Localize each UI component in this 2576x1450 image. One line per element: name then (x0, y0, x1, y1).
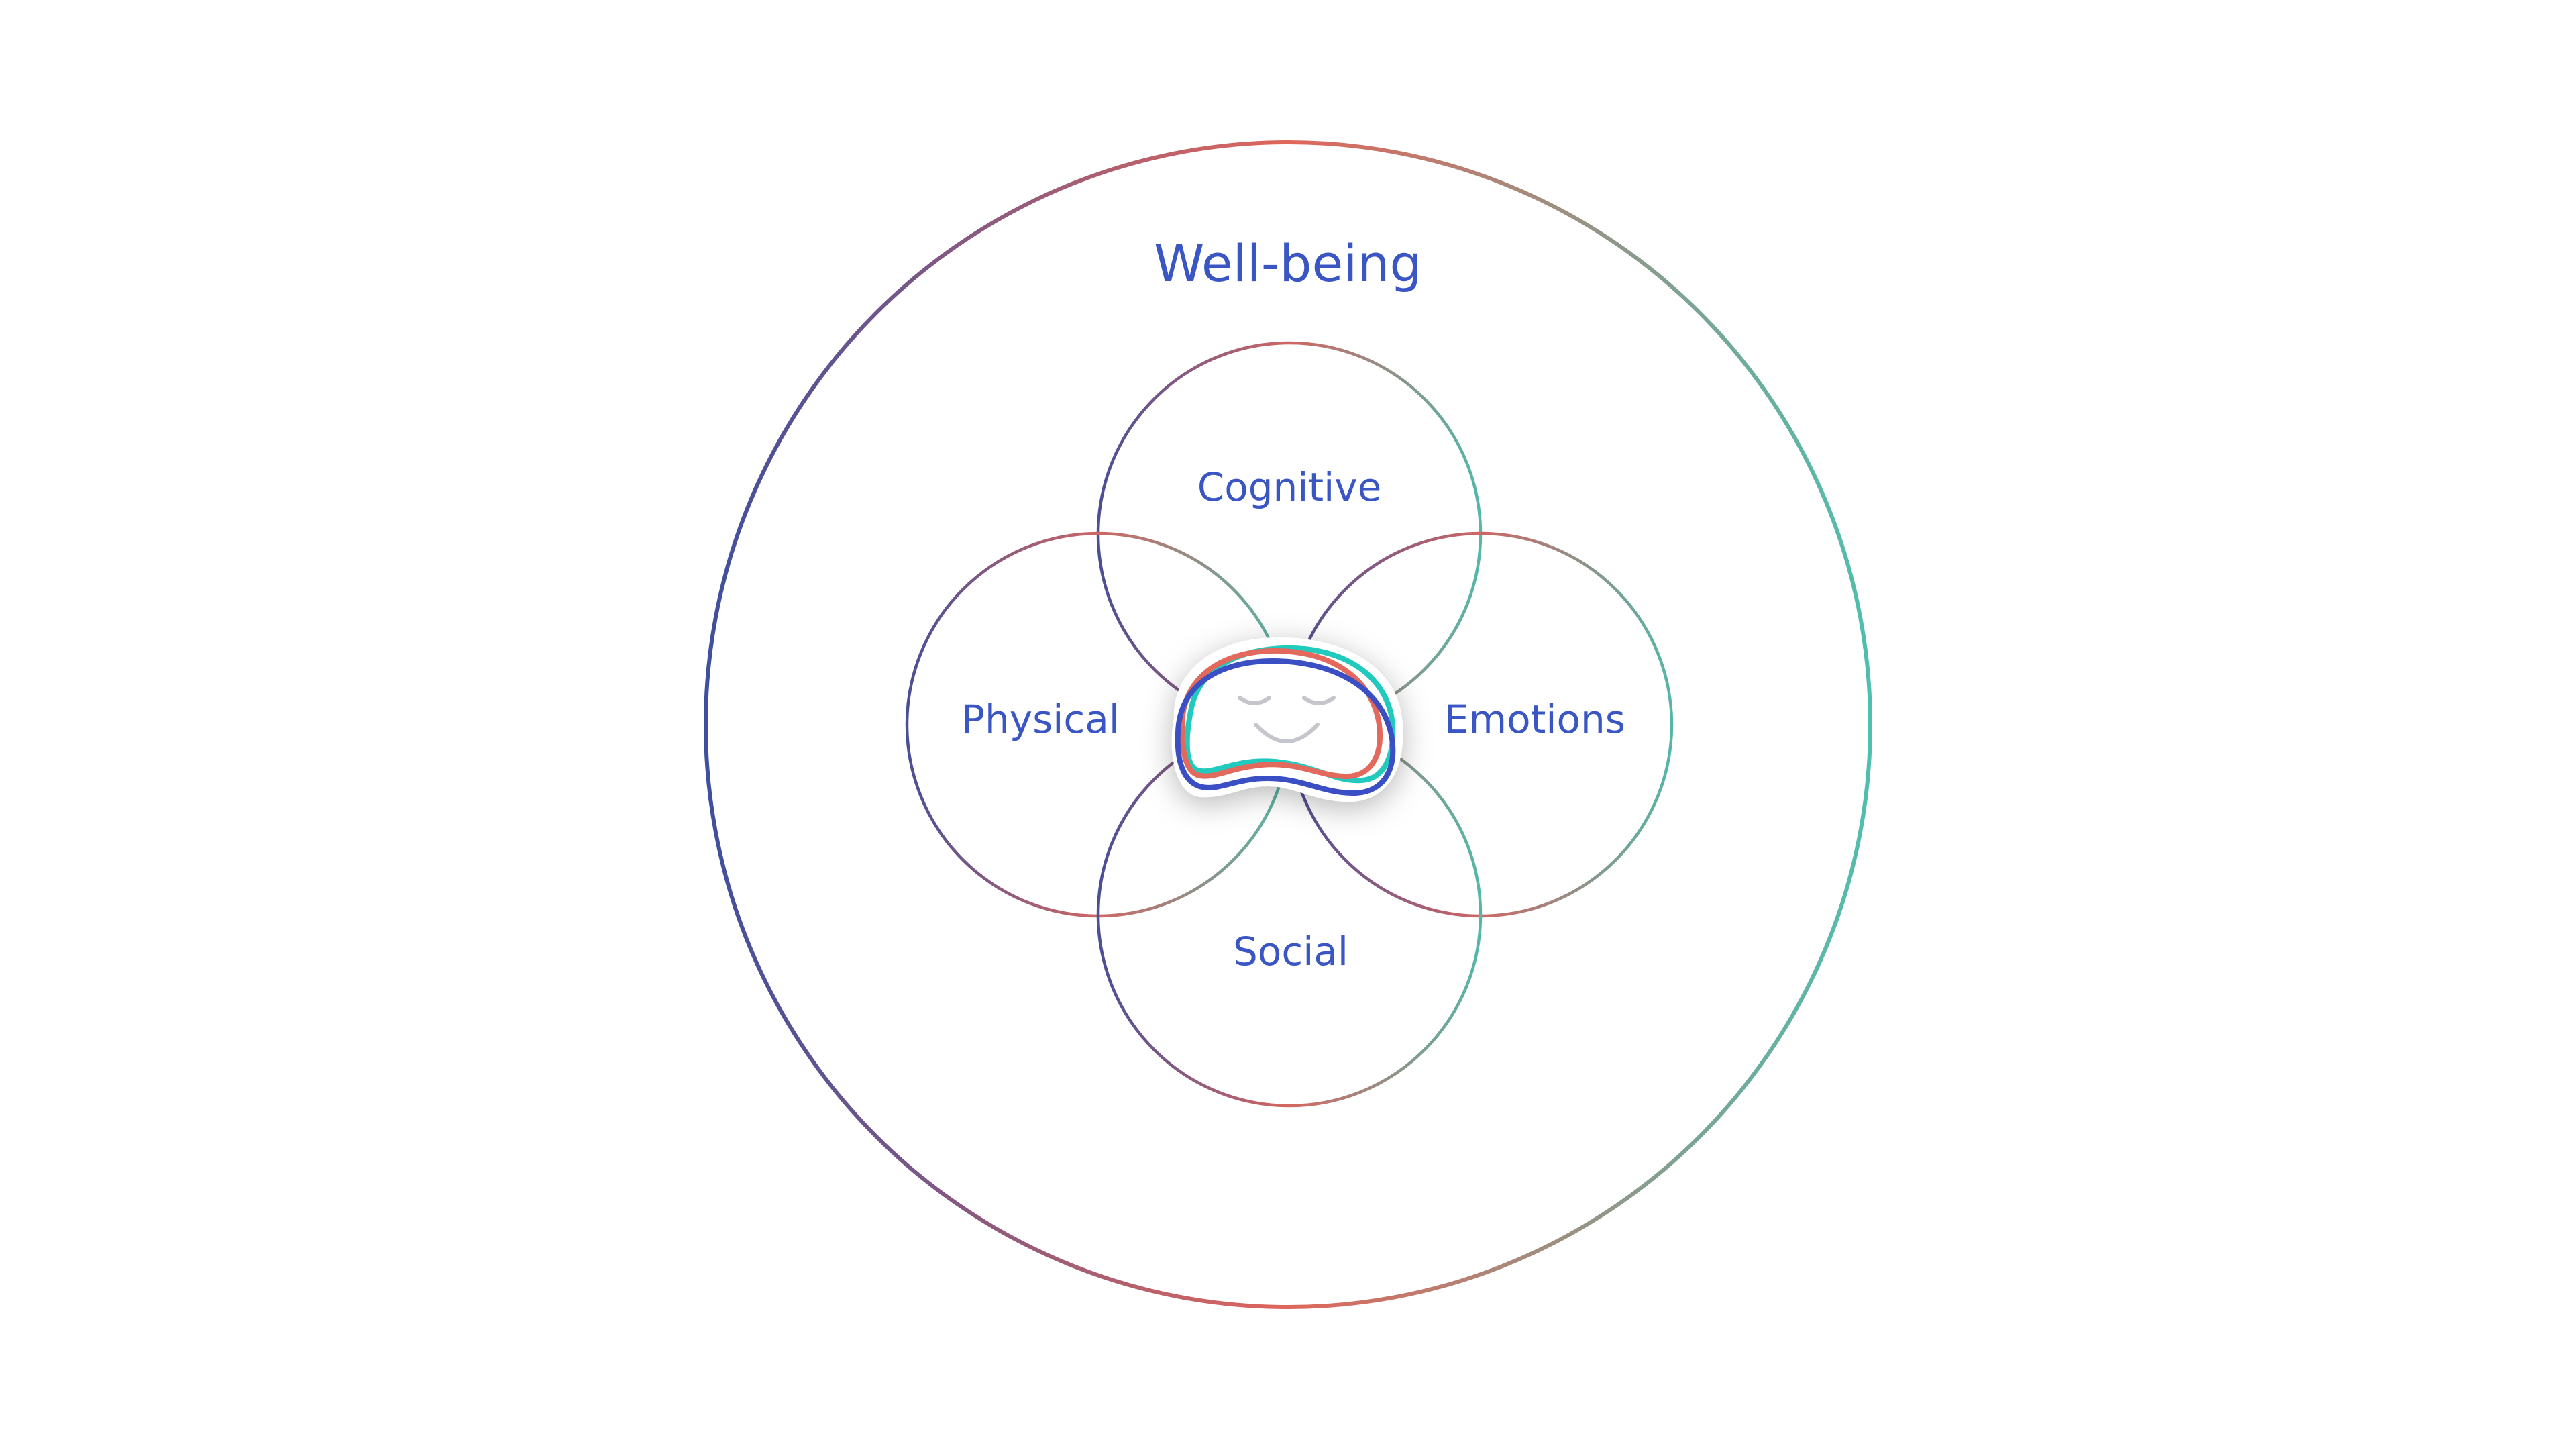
label-physical: Physical (961, 696, 1120, 742)
logo-right-eye (1302, 696, 1336, 705)
logo-smile (1254, 723, 1320, 743)
smiling-blob-logo-icon (1171, 637, 1403, 802)
logo-blue-loop (1175, 658, 1396, 796)
logo-coral-loop (1179, 648, 1383, 780)
outer-title: Well-being (1154, 234, 1422, 293)
logo-left-eye (1238, 696, 1271, 705)
label-emotions: Emotions (1444, 696, 1625, 742)
outer-well-being-circle (704, 140, 1872, 1309)
label-social: Social (1233, 929, 1348, 974)
label-cognitive: Cognitive (1197, 464, 1382, 510)
